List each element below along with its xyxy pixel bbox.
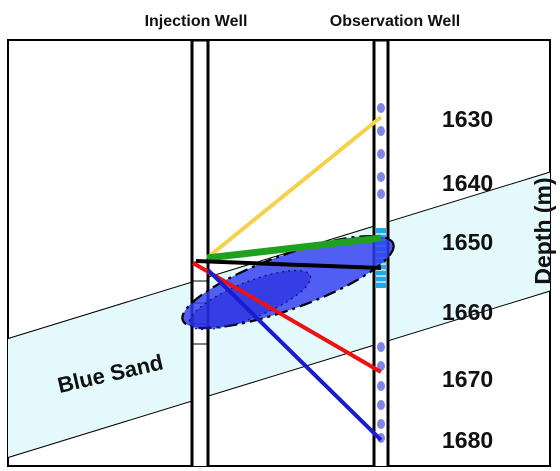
depth-tick-label: 1680: [442, 427, 493, 453]
ray-path-green: [206, 234, 382, 262]
sensor-dot: [377, 342, 385, 352]
injection-well-header: Injection Well: [145, 13, 248, 30]
sensor-dot: [377, 400, 385, 410]
sensor-dot: [377, 149, 385, 159]
sensor-dot: [377, 381, 385, 391]
ray-path-yellow: [205, 115, 383, 260]
sensor-array: [377, 103, 385, 443]
sensor-dot: [377, 103, 385, 113]
sensor-dot: [377, 361, 385, 371]
sensor-dot: [377, 126, 385, 136]
ray-path-black: [195, 259, 382, 270]
sensor-dot: [377, 172, 385, 182]
depth-tick-label: 1660: [442, 299, 493, 325]
ray-path-red: [191, 261, 383, 374]
observation-well-header: Observation Well: [330, 13, 460, 30]
depth-axis-title: Depth (m): [530, 177, 556, 284]
depth-tick-label: 1630: [442, 106, 493, 132]
sensor-dot: [377, 419, 385, 429]
depth-tick-label: 1640: [442, 170, 493, 196]
injection-well-borehole: [190, 40, 210, 466]
depth-tick-label: 1670: [442, 366, 493, 392]
ray-path-blue: [206, 268, 383, 442]
co2-plume: [181, 234, 395, 331]
sensor-dot: [377, 189, 385, 199]
depth-tick-label: 1650: [442, 229, 493, 255]
